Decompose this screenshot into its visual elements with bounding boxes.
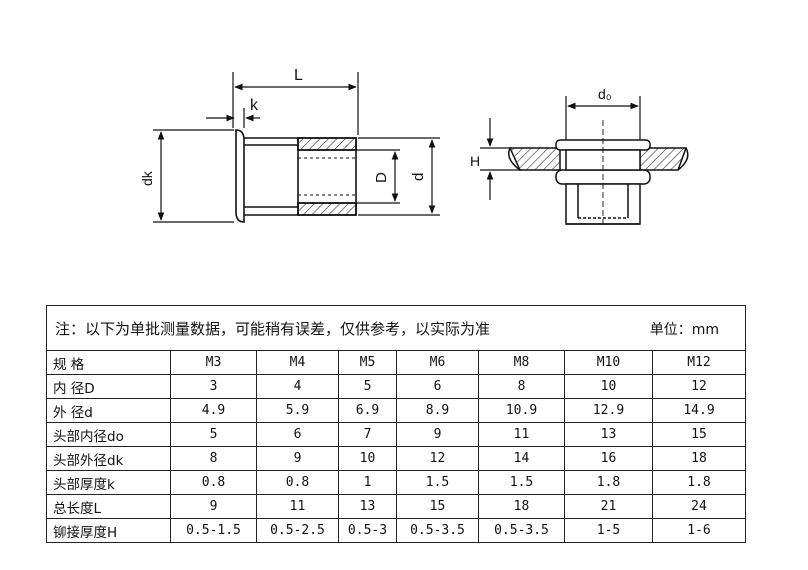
dim-H <box>480 118 522 200</box>
row-label: 外 径d <box>46 398 171 423</box>
table-cell: 10.9 <box>478 398 565 423</box>
rivet-nut-drawing: L k dk D d <box>139 67 689 228</box>
table-cell: 6.9 <box>338 398 397 423</box>
size-header: M8 <box>478 350 565 375</box>
row-label: 总长度L <box>46 494 171 519</box>
table-row: 内 径D 3 4 5 6 8 10 12 <box>46 374 747 399</box>
table-cell: 12 <box>396 446 479 471</box>
dim-dk <box>153 129 234 223</box>
table-cell: 9 <box>256 446 339 471</box>
size-header: M6 <box>396 350 479 375</box>
table-cell: 0.5-3.5 <box>478 518 565 543</box>
note-row: 注：以下为单批测量数据，可能稍有误差，仅供参考，以实际为准 单位：mm <box>45 305 747 351</box>
row-label: 头部内径do <box>46 422 171 447</box>
table-row: 头部厚度k 0.8 0.8 1 1.5 1.5 1.8 1.8 <box>46 470 747 495</box>
note-cell: 注：以下为单批测量数据，可能稍有误差，仅供参考，以实际为准 单位：mm <box>45 305 747 351</box>
table-cell: 9 <box>396 422 479 447</box>
table-cell: 5.9 <box>256 398 339 423</box>
table-cell: 18 <box>478 494 565 519</box>
table-cell: 24 <box>651 494 747 519</box>
row-label: 铆接厚度H <box>46 518 171 543</box>
table-cell: 0.5-1.5 <box>170 518 257 543</box>
table-cell: 1.5 <box>478 470 565 495</box>
label-D: D <box>373 172 390 183</box>
table-cell: 1.8 <box>564 470 653 495</box>
size-header: M12 <box>651 350 747 375</box>
table-cell: 0.5-2.5 <box>256 518 339 543</box>
table-cell: 13 <box>564 422 653 447</box>
label-dk: dk <box>139 170 155 186</box>
label-H: H <box>470 153 480 169</box>
dim-d <box>358 137 440 216</box>
unit-text: 单位：mm <box>649 322 720 338</box>
table-cell: 12.9 <box>564 398 653 423</box>
table-cell: 4 <box>256 374 339 399</box>
rivet-nut-side-view <box>235 129 357 223</box>
table-cell: 6 <box>256 422 339 447</box>
label-do: d₀ <box>598 86 612 102</box>
size-header: M3 <box>170 350 257 375</box>
table-row: 总长度L 9 11 13 15 18 21 24 <box>46 494 747 519</box>
table-row: 头部内径do 5 6 7 9 11 13 15 <box>46 422 747 447</box>
table-cell: 5 <box>338 374 397 399</box>
table-cell: 7 <box>338 422 397 447</box>
dim-D <box>356 149 400 204</box>
dim-k <box>206 108 260 128</box>
row-label: 头部厚度k <box>46 470 171 495</box>
installed-view <box>508 120 689 228</box>
table-cell: 6 <box>396 374 479 399</box>
note-text: 注：以下为单批测量数据，可能稍有误差，仅供参考，以实际为准 <box>55 319 491 338</box>
table-row: 头部外径dk 8 9 10 12 14 16 18 <box>46 446 747 471</box>
table-cell: 8.9 <box>396 398 479 423</box>
size-header: M4 <box>256 350 339 375</box>
table-cell: 9 <box>170 494 257 519</box>
table-cell: 14.9 <box>651 398 747 423</box>
table-cell: 1 <box>338 470 397 495</box>
header-label: 规 格 <box>46 350 171 375</box>
table-cell: 0.5-3 <box>338 518 397 543</box>
table-cell: 1-6 <box>651 518 747 543</box>
table-cell: 8 <box>478 374 565 399</box>
table-cell: 16 <box>564 446 653 471</box>
dim-do <box>565 96 641 140</box>
spec-table: 注：以下为单批测量数据，可能稍有误差，仅供参考，以实际为准 单位：mm 规 格 … <box>45 305 747 543</box>
table-cell: 10 <box>564 374 653 399</box>
table-cell: 8 <box>170 446 257 471</box>
table-cell: 0.5-3.5 <box>396 518 479 543</box>
table-cell: 11 <box>256 494 339 519</box>
table-cell: 1-5 <box>564 518 653 543</box>
table-cell: 1.8 <box>651 470 747 495</box>
size-header: M5 <box>338 350 397 375</box>
table-cell: 18 <box>651 446 747 471</box>
label-L: L <box>294 67 303 84</box>
size-header: M10 <box>564 350 653 375</box>
table-cell: 14 <box>478 446 565 471</box>
table-cell: 10 <box>338 446 397 471</box>
table-cell: 4.9 <box>170 398 257 423</box>
row-label: 内 径D <box>46 374 171 399</box>
table-row: 外 径d 4.9 5.9 6.9 8.9 10.9 12.9 14.9 <box>46 398 747 423</box>
header-row: 规 格 M3 M4 M5 M6 M8 M10 M12 <box>46 350 747 375</box>
table-cell: 0.8 <box>170 470 257 495</box>
table-cell: 12 <box>651 374 747 399</box>
table-cell: 13 <box>338 494 397 519</box>
table-cell: 0.8 <box>256 470 339 495</box>
table-cell: 1.5 <box>396 470 479 495</box>
table-cell: 15 <box>396 494 479 519</box>
label-d: d <box>410 173 427 181</box>
table-cell: 15 <box>651 422 747 447</box>
label-k: k <box>250 97 259 114</box>
table-cell: 11 <box>478 422 565 447</box>
table-cell: 5 <box>170 422 257 447</box>
table-cell: 21 <box>564 494 653 519</box>
table-cell: 3 <box>170 374 257 399</box>
table-row: 铆接厚度H 0.5-1.5 0.5-2.5 0.5-3 0.5-3.5 0.5-… <box>46 518 747 543</box>
row-label: 头部外径dk <box>46 446 171 471</box>
